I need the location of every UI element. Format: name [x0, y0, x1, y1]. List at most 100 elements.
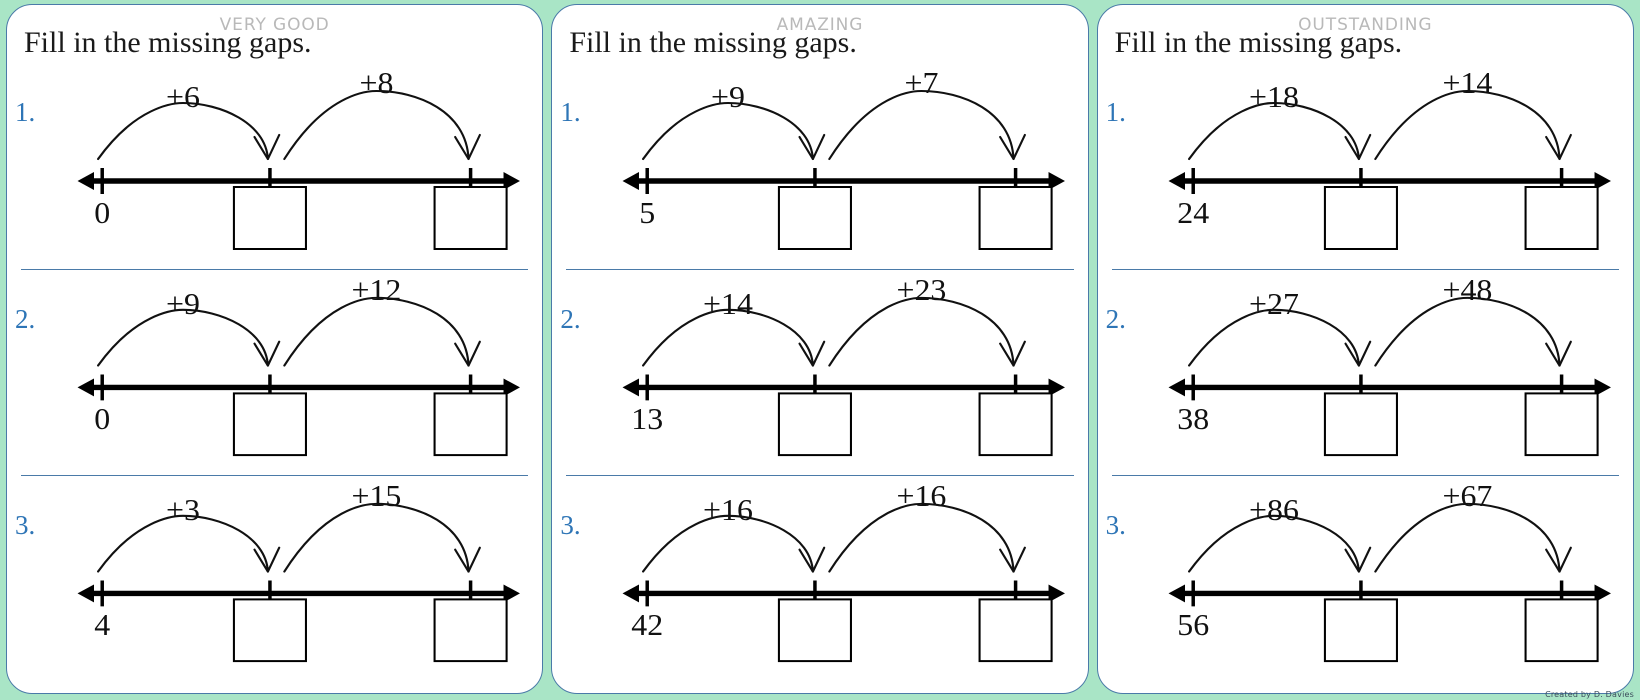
- axis-arrow-right: [503, 584, 520, 603]
- jump-arc-2: [1373, 89, 1561, 161]
- jump-arrowhead-2: [454, 133, 481, 161]
- question-number: 1.: [560, 97, 581, 127]
- question-number: 3.: [560, 510, 581, 540]
- jump-arrowhead-2: [1544, 133, 1572, 161]
- axis-arrow-left: [77, 172, 94, 190]
- question-number: 2.: [15, 304, 36, 334]
- jump-arrowhead-1: [1344, 340, 1371, 367]
- answer-box-1[interactable]: [778, 392, 853, 457]
- start-number: 24: [1177, 195, 1209, 229]
- question-row: 1. +18 +14 24: [1098, 63, 1633, 269]
- answer-box-2[interactable]: [1524, 598, 1599, 663]
- question-list: 1. +6 +8 0 2.: [7, 63, 542, 693]
- answer-box-1[interactable]: [778, 186, 853, 250]
- jump-label-2: +16: [897, 478, 947, 512]
- axis-arrow-right: [503, 172, 520, 190]
- answer-box-2[interactable]: [1524, 392, 1599, 457]
- number-line-wrapper: +86 +67 56: [1150, 476, 1623, 681]
- jump-label-2: +14: [1442, 65, 1492, 99]
- jump-label-2: +23: [897, 272, 947, 306]
- axis-arrow-left: [77, 584, 94, 603]
- question-number: 2.: [560, 304, 581, 334]
- panel-difficulty-badge: VERY GOOD: [219, 15, 330, 35]
- jump-arrowhead-2: [999, 133, 1027, 161]
- number-line-diagram: +86 +67 56: [1168, 478, 1611, 663]
- number-line-wrapper: +6 +8 0: [59, 63, 532, 269]
- question-row: 1. +6 +8 0: [7, 63, 542, 269]
- answer-box-2[interactable]: [978, 598, 1053, 663]
- jump-label-1: +18: [1249, 79, 1299, 113]
- start-number: 0: [94, 402, 110, 436]
- answer-box-2[interactable]: [1524, 186, 1599, 250]
- number-line-wrapper: +3 +15 4: [59, 476, 532, 681]
- number-line-diagram: +27 +48 38: [1168, 272, 1611, 457]
- question-row: 3. +86 +67 56: [1106, 475, 1619, 681]
- answer-box-1[interactable]: [1323, 392, 1398, 457]
- jump-arc-1: [97, 514, 269, 573]
- answer-box-1[interactable]: [232, 598, 307, 663]
- jump-label-2: +67: [1442, 478, 1492, 512]
- jump-arrowhead-2: [454, 340, 481, 367]
- answer-box-1[interactable]: [1323, 186, 1398, 250]
- jump-arc-1: [1187, 514, 1360, 573]
- answer-box-2[interactable]: [978, 392, 1053, 457]
- start-number: 42: [632, 608, 664, 642]
- answer-box-2[interactable]: [433, 186, 508, 250]
- start-number: 13: [632, 402, 664, 436]
- number-line-wrapper: +9 +12 0: [59, 270, 532, 475]
- jump-arrowhead-1: [1344, 546, 1371, 573]
- jump-arrowhead-1: [1344, 133, 1371, 161]
- number-line-diagram: +14 +23 13: [622, 272, 1066, 457]
- jump-arrowhead-1: [798, 133, 826, 161]
- jump-label-1: +9: [166, 286, 200, 320]
- axis-arrow-left: [622, 172, 640, 190]
- number-line-diagram: +9 +7 5: [622, 65, 1066, 250]
- panel-difficulty-badge: AMAZING: [776, 15, 864, 35]
- axis-arrow-right: [1048, 584, 1066, 603]
- axis-arrow-right: [1048, 378, 1066, 397]
- jump-arrowhead-1: [253, 133, 281, 161]
- jump-arrowhead-1: [253, 546, 281, 573]
- jump-arc-2: [1373, 296, 1561, 367]
- jump-label-2: +8: [359, 65, 393, 99]
- jump-arrowhead-1: [798, 546, 826, 573]
- answer-box-1[interactable]: [232, 186, 307, 250]
- answer-box-1[interactable]: [778, 598, 853, 663]
- axis-arrow-left: [1168, 584, 1185, 603]
- jump-label-1: +27: [1249, 286, 1299, 320]
- jump-label-1: +6: [166, 79, 200, 113]
- axis-arrow-right: [1048, 172, 1066, 190]
- question-row: 2. +9 +12 0: [15, 269, 529, 475]
- answer-box-2[interactable]: [978, 186, 1053, 250]
- jump-arc-2: [828, 296, 1015, 367]
- jump-arrowhead-2: [999, 340, 1027, 367]
- jump-arc-1: [642, 514, 815, 573]
- jump-arc-1: [642, 308, 815, 367]
- jump-label-2: +12: [352, 272, 402, 306]
- jump-arc-1: [97, 101, 269, 161]
- panel-difficulty-badge: OUTSTANDING: [1298, 15, 1433, 35]
- jump-arc-2: [1373, 502, 1561, 573]
- start-number: 5: [640, 195, 656, 229]
- question-number: 3.: [15, 510, 36, 540]
- jump-arc-2: [283, 296, 470, 367]
- question-number: 2.: [1105, 304, 1126, 334]
- answer-box-1[interactable]: [232, 392, 307, 457]
- answer-box-1[interactable]: [1323, 598, 1398, 663]
- jump-label-1: +86: [1249, 492, 1299, 526]
- answer-box-2[interactable]: [433, 392, 508, 457]
- axis-arrow-left: [77, 378, 94, 397]
- number-line-diagram: +9 +12 0: [77, 272, 520, 457]
- jump-label-1: +14: [703, 286, 753, 320]
- jump-arrowhead-1: [798, 340, 826, 367]
- jump-arc-1: [1187, 308, 1360, 367]
- jump-arrowhead-2: [1544, 546, 1572, 573]
- jump-label-2: +15: [352, 478, 402, 512]
- answer-box-2[interactable]: [433, 598, 508, 663]
- axis-arrow-right: [503, 378, 520, 397]
- axis-arrow-left: [1168, 378, 1185, 397]
- panel-title: Fill in the missing gaps.: [1114, 26, 1403, 59]
- number-line-diagram: +6 +8 0: [77, 65, 520, 250]
